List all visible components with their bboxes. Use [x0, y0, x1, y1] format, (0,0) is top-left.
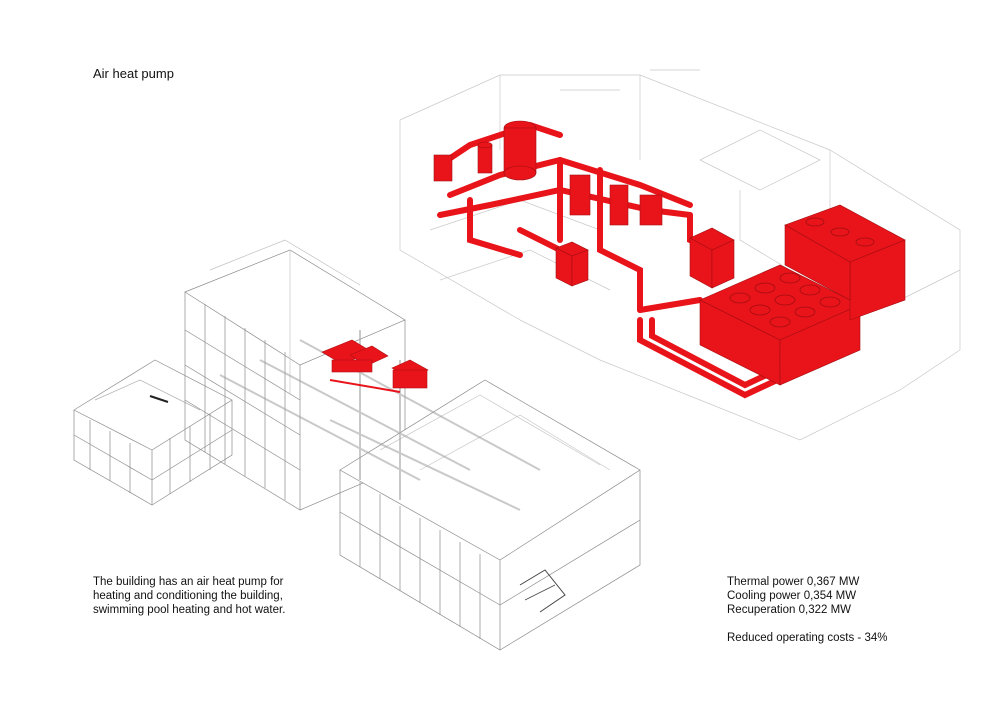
- fan-grilles: [729, 217, 875, 328]
- thermal-power: Thermal power 0,367 MW: [727, 576, 860, 588]
- page-title: Air heat pump: [93, 66, 174, 81]
- recuperation: Recuperation 0,322 MW: [727, 604, 852, 616]
- red-equipment: [433, 120, 906, 386]
- performance-stats: Thermal power 0,367 MW Cooling power 0,3…: [727, 575, 887, 645]
- description-line-1: The building has an air heat pump for: [93, 576, 284, 588]
- plant-room-highlight: [321, 339, 429, 393]
- description-text: The building has an air heat pump for he…: [93, 575, 313, 617]
- east-wing: [339, 379, 641, 651]
- description-line-2: heating and conditioning the building,: [93, 590, 283, 602]
- building-isometric: [73, 239, 641, 651]
- west-wing: [73, 359, 233, 506]
- description-line-3: swimming pool heating and hot water.: [93, 604, 286, 616]
- cooling-power: Cooling power 0,354 MW: [727, 590, 857, 602]
- operating-costs: Reduced operating costs - 34%: [727, 632, 888, 644]
- heat-pump-plant-isometric: [399, 69, 961, 441]
